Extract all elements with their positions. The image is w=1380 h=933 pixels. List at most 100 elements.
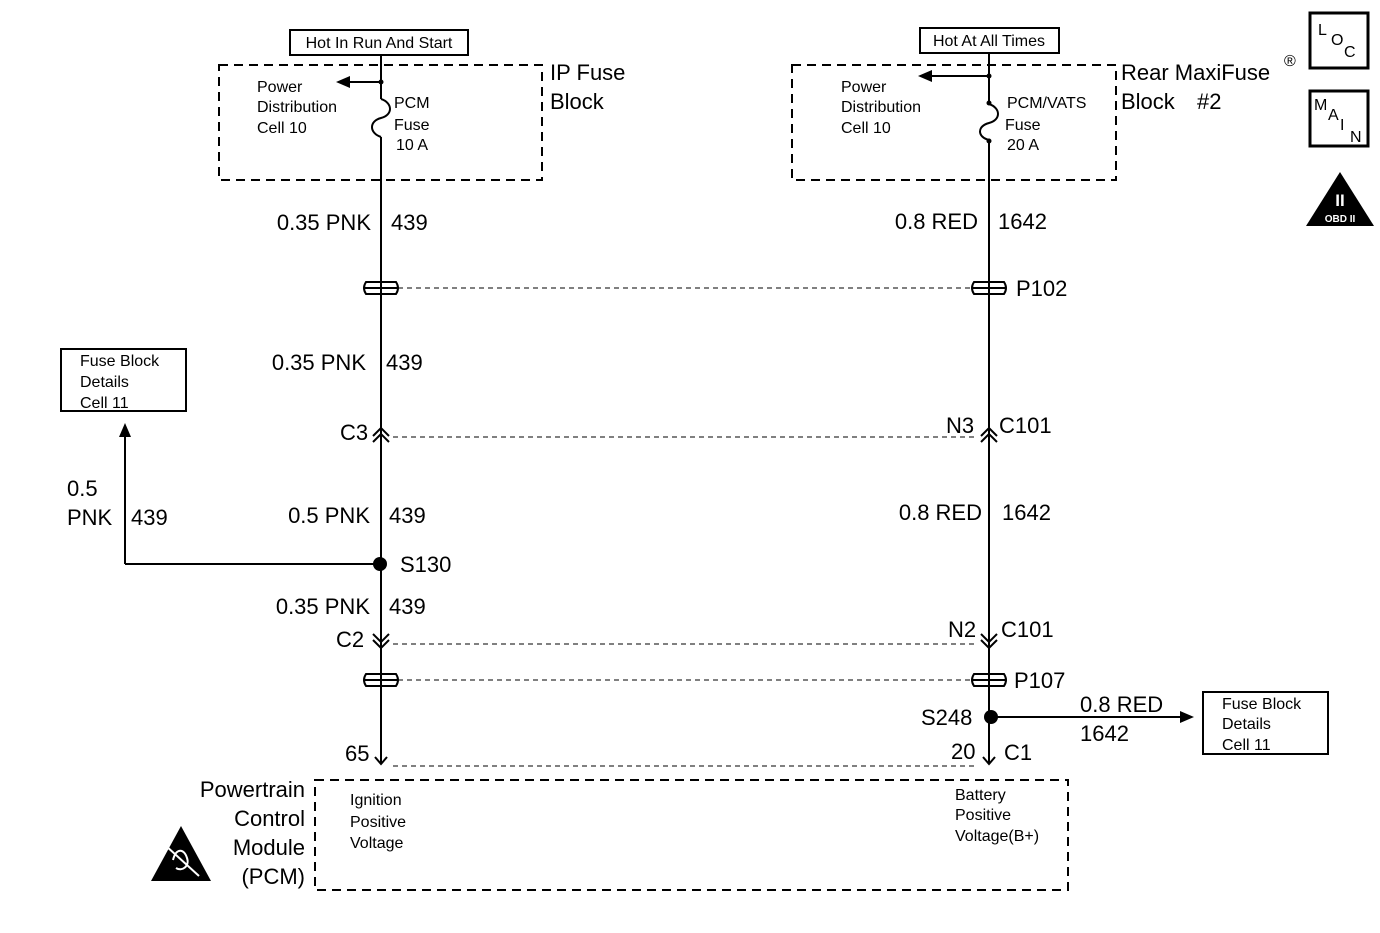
s130-branch-arrow-icon xyxy=(119,423,131,437)
right-passthrough-p107-icon xyxy=(971,673,1007,687)
ip-power-distribution-label: Power xyxy=(257,79,303,96)
rear-power-distribution-label-3: Cell 10 xyxy=(841,120,891,137)
pcm-fuse-label-2: Fuse xyxy=(394,117,430,134)
pcm-fuse-label: PCM xyxy=(394,95,430,112)
c101-lower-label: C101 xyxy=(1001,617,1054,642)
ignition-voltage-label: Ignition xyxy=(350,792,402,809)
rear-maxifuse-block-outline xyxy=(791,64,1117,181)
main-badge-frame xyxy=(1308,89,1370,148)
left-ref-box-frame xyxy=(60,348,187,412)
right-ref-box-line: Details xyxy=(1222,716,1271,733)
pcm-pin-20-connector-icon xyxy=(982,756,996,766)
left-wire-3-size-color: 0.5 PNK xyxy=(288,503,370,528)
c2-label: C2 xyxy=(336,627,364,652)
rear-bus-arrow-icon xyxy=(918,70,932,82)
pcm-pin-65-label: 65 xyxy=(345,741,369,766)
right-branch-circuit: 1642 xyxy=(1080,721,1129,746)
obd-ii-text: OBD II xyxy=(1325,214,1356,225)
left-ref-box-line: Fuse Block xyxy=(80,353,160,370)
ignition-voltage-label-2: Positive xyxy=(350,814,406,831)
ip-bus-node xyxy=(378,79,384,85)
pcm-vats-fuse-icon xyxy=(979,103,999,141)
left-wire-3-circuit: 439 xyxy=(389,503,426,528)
pcm-pin-65-connector-icon xyxy=(374,756,388,766)
registered-mark: ® xyxy=(1284,53,1296,70)
pcm-vats-fuse-label: PCM/VATS xyxy=(1007,95,1086,112)
main-letter: N xyxy=(1350,129,1362,146)
ignition-voltage-label-3: Voltage xyxy=(350,835,403,852)
left-fuse-block-details-ref[interactable]: Fuse Block Details Cell 11 xyxy=(60,348,187,412)
left-ref-box-line: Details xyxy=(80,374,129,391)
pcm-vats-fuse-label-2: Fuse xyxy=(1005,117,1041,134)
left-passthrough-p107-icon xyxy=(363,673,399,687)
left-branch-circuit: 439 xyxy=(131,505,168,530)
pcm-name-2: Control xyxy=(234,806,305,831)
rear-feed-label: Hot At All Times xyxy=(933,33,1045,50)
ip-bus-arrow-icon xyxy=(336,76,350,88)
pcm-module: Powertrain Control Module (PCM) Ignition… xyxy=(200,777,1069,891)
pcm-name-4: (PCM) xyxy=(241,864,305,889)
ip-fuse-block-outline xyxy=(218,64,543,181)
ip-feed-label: Hot In Run And Start xyxy=(306,35,453,52)
left-wire-1-circuit: 439 xyxy=(391,210,428,235)
rear-maxifuse-block-number: #2 xyxy=(1197,89,1221,114)
left-branch-color: PNK xyxy=(67,505,113,530)
right-wire-1-size-color: 0.8 RED xyxy=(895,209,978,234)
right-branch-size-color: 0.8 RED xyxy=(1080,692,1163,717)
n2-label: N2 xyxy=(948,617,976,642)
left-ref-box-line: Cell 11 xyxy=(80,395,129,412)
obd-ii-badge: II OBD II xyxy=(1306,172,1374,226)
c101-upper-label: C101 xyxy=(999,413,1052,438)
c1-label: C1 xyxy=(1004,740,1032,765)
right-ref-box-line: Fuse Block xyxy=(1222,696,1302,713)
main-badge: M A I N xyxy=(1308,89,1370,148)
left-branch-size: 0.5 xyxy=(67,476,98,501)
esd-warning-icon xyxy=(151,826,211,881)
pcm-name: Powertrain xyxy=(200,777,305,802)
s130-splice-dot xyxy=(373,557,387,571)
rear-maxifuse-block-title: Rear MaxiFuse xyxy=(1121,60,1270,85)
s130-label: S130 xyxy=(400,552,451,577)
pcm-fuse-icon xyxy=(371,98,391,138)
ip-power-distribution-label-2: Distribution xyxy=(257,99,337,116)
c101-lower-connector-icon xyxy=(980,633,998,650)
right-fuse-block-details-ref[interactable]: Fuse Block Details Cell 11 xyxy=(1202,691,1329,755)
battery-voltage-label-2: Positive xyxy=(955,807,1011,824)
right-wire-1-circuit: 1642 xyxy=(998,209,1047,234)
rear-power-distribution-label-2: Distribution xyxy=(841,99,921,116)
loc-letter: L xyxy=(1318,22,1327,39)
pcm-name-3: Module xyxy=(233,835,305,860)
c101-upper-connector-icon xyxy=(980,426,998,443)
rear-maxifuse-block-title-2: Block xyxy=(1121,89,1176,114)
left-wire-4-circuit: 439 xyxy=(389,594,426,619)
s248-branch-arrow-icon xyxy=(1180,711,1194,723)
obd-ii-numeral: II xyxy=(1335,191,1344,210)
ip-fuse-block-title: IP Fuse xyxy=(550,60,625,85)
c3-connector-icon xyxy=(372,426,390,443)
ip-feed-label-box xyxy=(289,29,469,56)
pcm-pin-20-label: 20 xyxy=(951,739,975,764)
p102-label: P102 xyxy=(1016,276,1067,301)
battery-voltage-label: Battery xyxy=(955,787,1006,804)
right-ref-box-line: Cell 11 xyxy=(1222,737,1271,754)
n3-label: N3 xyxy=(946,413,974,438)
right-ref-box-frame xyxy=(1202,691,1329,755)
rear-feed-label-box xyxy=(919,27,1060,54)
left-wire-2-circuit: 439 xyxy=(386,350,423,375)
left-passthrough-p102-icon xyxy=(363,281,399,295)
p107-label: P107 xyxy=(1014,668,1065,693)
ip-power-distribution-label-3: Cell 10 xyxy=(257,120,307,137)
loc-badge-frame xyxy=(1308,11,1370,70)
pcm-vats-fuse-rating: 20 A xyxy=(1007,137,1039,154)
left-wire-1-size-color: 0.35 PNK xyxy=(277,210,371,235)
loc-letter: C xyxy=(1344,44,1356,61)
left-wire-2-size-color: 0.35 PNK xyxy=(272,350,366,375)
left-wire-4-size-color: 0.35 PNK xyxy=(276,594,370,619)
pcm-fuse-rating: 10 A xyxy=(396,137,428,154)
right-passthrough-p102-icon xyxy=(971,281,1007,295)
main-letter: M xyxy=(1314,97,1327,114)
loc-letter: O xyxy=(1331,32,1343,49)
c3-label: C3 xyxy=(340,420,368,445)
pcm-module-outline xyxy=(314,779,1069,891)
